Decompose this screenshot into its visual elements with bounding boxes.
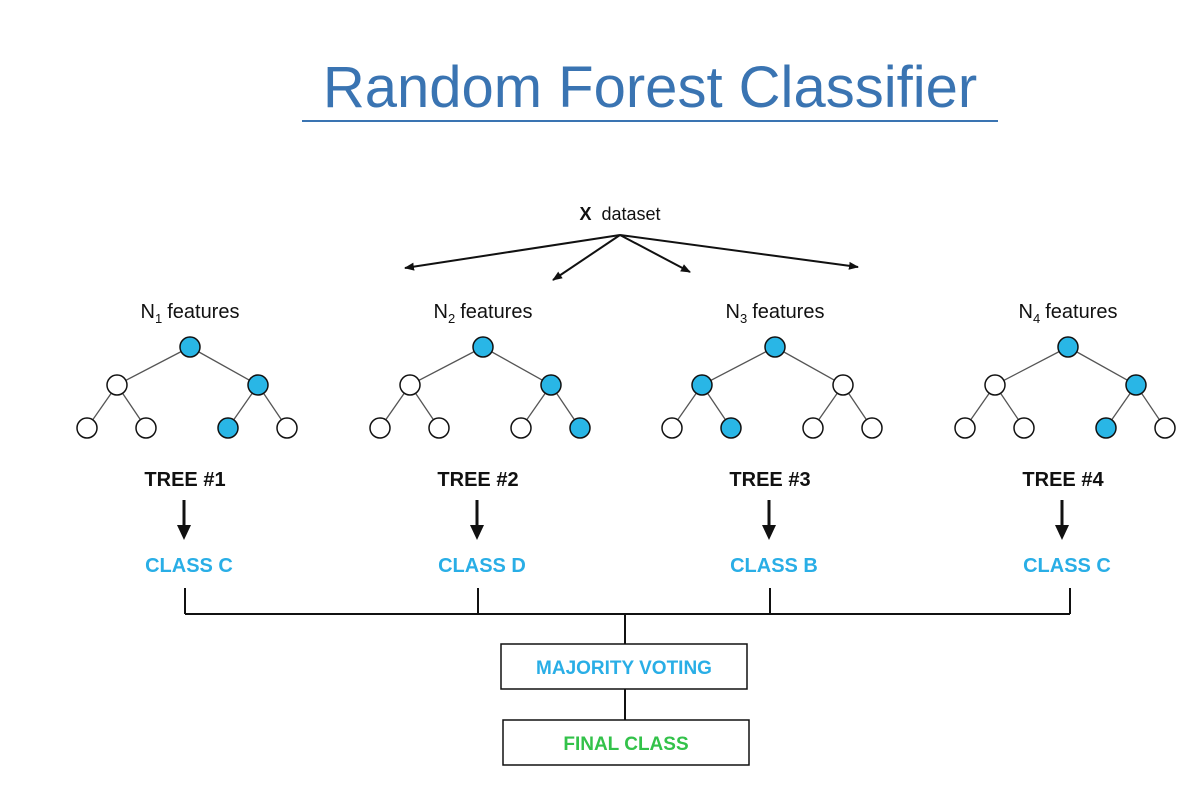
tree-edge <box>774 346 844 386</box>
majority-voting-label: MAJORITY VOTING <box>536 658 712 679</box>
class-label: CLASS C <box>1023 555 1111 577</box>
features-word: features <box>1045 301 1117 323</box>
tree-node-selected <box>217 417 239 439</box>
tree-node-selected <box>1125 374 1147 396</box>
arrow-to-tree-3 <box>619 234 691 273</box>
features-subscript: 2 <box>448 311 455 326</box>
features-word: features <box>752 301 824 323</box>
tree-label: TREE #1 <box>144 469 225 491</box>
tree-node <box>1154 417 1176 439</box>
tree-node-selected <box>691 374 713 396</box>
dataset-arrows <box>404 234 859 281</box>
features-label: N3 features <box>726 301 825 326</box>
tree-node-selected <box>1095 417 1117 439</box>
final-class-box <box>502 719 750 766</box>
tree-node <box>832 374 854 396</box>
features-word: features <box>167 301 239 323</box>
tree-node <box>861 417 883 439</box>
final-class-label: FINAL CLASS <box>563 734 688 755</box>
tree-node <box>428 417 450 439</box>
tree-label: TREE #2 <box>437 469 518 491</box>
tree-node <box>106 374 128 396</box>
tree-node <box>276 417 298 439</box>
features-word: features <box>460 301 532 323</box>
tree-edge <box>482 346 552 386</box>
vote-connectors <box>184 588 1071 720</box>
tree-label: TREE #3 <box>729 469 810 491</box>
class-label: CLASS C <box>145 555 233 577</box>
tree-edge <box>701 346 776 386</box>
tree-node <box>661 417 683 439</box>
tree-edge <box>994 346 1069 386</box>
features-label: N2 features <box>434 301 533 326</box>
tree-node <box>369 417 391 439</box>
arrow-to-tree-4 <box>619 234 859 270</box>
features-subscript: 1 <box>155 311 162 326</box>
tree-node-selected <box>179 336 201 358</box>
features-prefix: N <box>1019 301 1033 323</box>
tree-node <box>984 374 1006 396</box>
down-arrow-icon <box>177 525 191 540</box>
features-label: N1 features <box>141 301 240 326</box>
arrow-to-tree-1 <box>404 234 621 271</box>
tree-node <box>135 417 157 439</box>
tree-node <box>954 417 976 439</box>
class-label: CLASS D <box>438 555 526 577</box>
tree-node-selected <box>764 336 786 358</box>
tree-node <box>1013 417 1035 439</box>
dataset-prefix: X <box>579 204 591 224</box>
tree-node-selected <box>472 336 494 358</box>
page-title: Random Forest Classifier <box>323 55 977 120</box>
features-subscript: 4 <box>1033 311 1040 326</box>
down-arrow-icon <box>470 525 484 540</box>
features-subscript: 3 <box>740 311 747 326</box>
tree-node-selected <box>1057 336 1079 358</box>
tree-node-selected <box>569 417 591 439</box>
dataset-label: X dataset <box>579 204 660 224</box>
dataset-word: dataset <box>601 204 660 224</box>
tree-node-selected <box>247 374 269 396</box>
down-arrow-icon <box>762 525 776 540</box>
class-label: CLASS B <box>730 555 818 577</box>
features-prefix: N <box>434 301 448 323</box>
tree-node <box>76 417 98 439</box>
tree-node-selected <box>720 417 742 439</box>
tree-node <box>802 417 824 439</box>
tree-edge <box>409 346 484 386</box>
tree-edge <box>189 346 259 386</box>
down-arrow-icon <box>1055 525 1069 540</box>
tree-label: TREE #4 <box>1022 469 1104 491</box>
features-prefix: N <box>141 301 155 323</box>
features-label: N4 features <box>1019 301 1118 326</box>
tree-edge <box>1067 346 1137 386</box>
majority-voting-box <box>500 643 748 690</box>
arrow-to-tree-2 <box>552 234 621 281</box>
features-prefix: N <box>726 301 740 323</box>
tree-node <box>399 374 421 396</box>
tree-edge <box>116 346 191 386</box>
tree-node <box>510 417 532 439</box>
tree-node-selected <box>540 374 562 396</box>
